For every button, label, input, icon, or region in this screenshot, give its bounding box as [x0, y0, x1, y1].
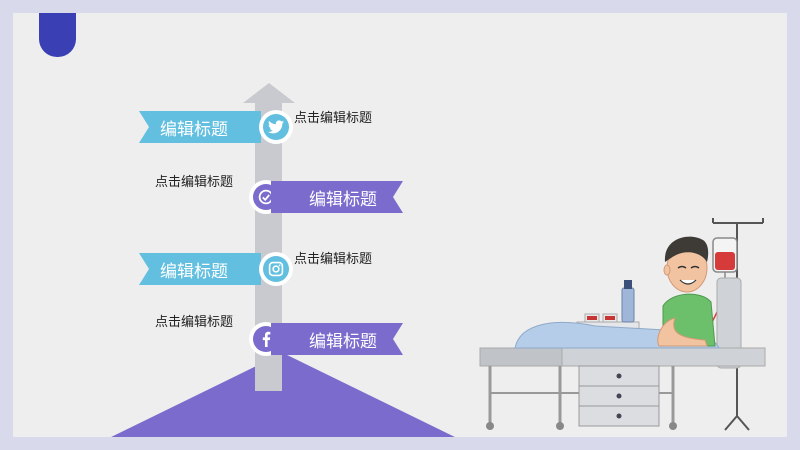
facebook-icon [262, 331, 271, 347]
title-banner: 编辑标题 [271, 323, 403, 355]
banner-title: 编辑标题 [309, 331, 377, 352]
caption-4[interactable]: 点击编辑标题 [155, 315, 234, 330]
patient-in-hospital-bed-icon [479, 218, 766, 431]
timeline-item-1[interactable]: 编辑标题 [139, 110, 293, 144]
arrow-head [243, 83, 295, 103]
icon-badge [259, 110, 293, 144]
banner-title: 编辑标题 [160, 119, 228, 140]
timeline-item-2[interactable]: 编辑标题 [249, 180, 403, 214]
instagram-icon [268, 261, 284, 277]
pyramid-base [111, 353, 455, 437]
timeline-item-3[interactable]: 编辑标题 [139, 252, 293, 286]
title-banner: 编辑标题 [139, 253, 261, 285]
slide-canvas: 编辑标题 点击编辑标题 编辑标题 点击编辑标题 编辑标 [13, 13, 787, 437]
twitter-icon [268, 120, 284, 134]
title-banner: 编辑标题 [271, 181, 403, 213]
caption-1[interactable]: 点击编辑标题 [294, 111, 373, 126]
timeline-item-4[interactable]: 编辑标题 [249, 322, 403, 356]
caption-3[interactable]: 点击编辑标题 [294, 252, 373, 267]
banner-title: 编辑标题 [309, 189, 377, 210]
corner-tab [39, 13, 76, 57]
icon-badge [259, 252, 293, 286]
caption-2[interactable]: 点击编辑标题 [155, 175, 234, 190]
title-banner: 编辑标题 [139, 111, 261, 143]
banner-title: 编辑标题 [160, 261, 228, 282]
